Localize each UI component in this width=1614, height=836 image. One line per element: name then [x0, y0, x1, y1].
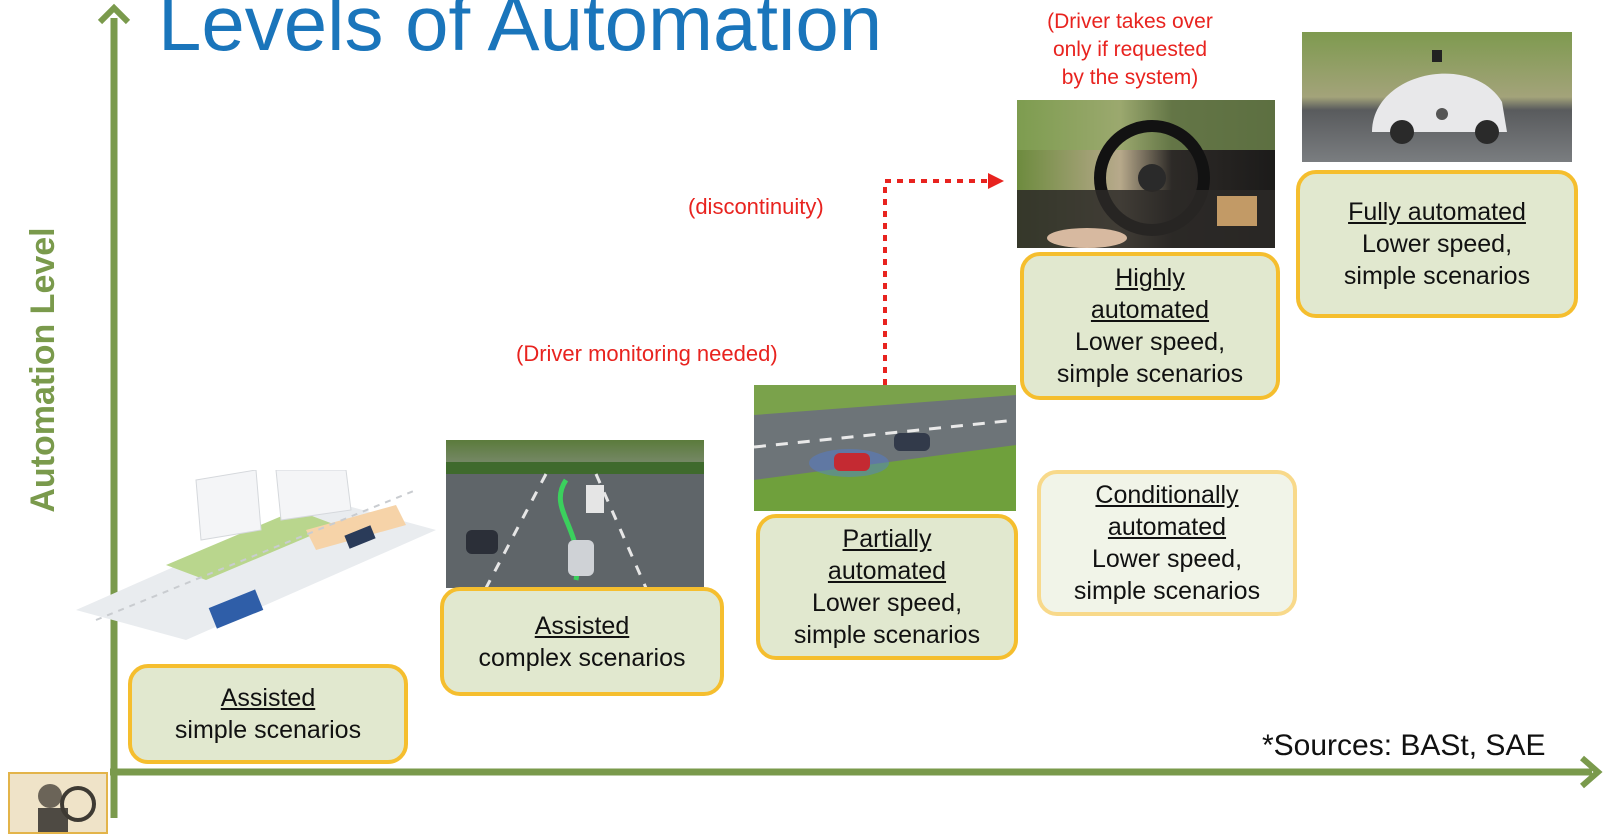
driver-takeover-line-1: (Driver takes over [1047, 10, 1213, 33]
level-assisted-simple-box: Assisted simple scenarios [128, 664, 408, 764]
level-heading-line-1: Partially [842, 525, 932, 553]
level-heading: Fully automated [1348, 198, 1526, 226]
sources-note: *Sources: BASt, SAE [1262, 729, 1546, 762]
level-heading: Assisted [220, 684, 316, 712]
level-heading-line-2: automated [1107, 513, 1227, 541]
assisted-complex-photo [446, 440, 704, 588]
driver-photo [8, 772, 108, 834]
level-heading-line-1: Conditionally [1095, 481, 1239, 509]
driver-monitoring-annotation: (Driver monitoring needed) [516, 341, 778, 366]
assisted-simple-illustration [76, 470, 436, 640]
level-description-line-1: Lower speed, [811, 589, 963, 617]
level-description-line-2: simple scenarios [793, 621, 981, 649]
level-description-line-1: Lower speed, [1091, 545, 1243, 573]
level-assisted-complex-box: Assisted complex scenarios [440, 587, 724, 696]
level-fully-automated-box: Fully automated Lower speed, simple scen… [1296, 170, 1578, 318]
level-heading-line-2: automated [827, 557, 947, 585]
driver-takeover-line-2: only if requested [1052, 38, 1208, 61]
level-description-line-1: Lower speed, [1074, 328, 1226, 356]
x-axis-arrowhead [1580, 755, 1603, 789]
driver-takeover-line-3: by the system) [1061, 66, 1199, 89]
discontinuity-dotted-line [883, 179, 990, 385]
highly-automated-photo [1017, 100, 1275, 248]
level-description: complex scenarios [478, 643, 686, 672]
discontinuity-annotation: (discontinuity) [688, 194, 824, 219]
y-axis-arrowhead [97, 3, 131, 25]
level-description-line-2: simple scenarios [1056, 360, 1244, 388]
partially-automated-photo [754, 385, 1016, 511]
level-heading: Assisted [534, 611, 630, 640]
level-description-line-2: simple scenarios [1073, 577, 1261, 605]
driver-takeover-annotation: (Driver takes over only if requested by … [1010, 8, 1250, 92]
level-conditionally-automated-box: Conditionally automated Lower speed, sim… [1037, 470, 1297, 616]
level-heading-line-1: Highly [1115, 264, 1185, 292]
level-description: simple scenarios [174, 716, 362, 744]
level-highly-automated-box: Highly automated Lower speed, simple sce… [1020, 252, 1280, 400]
level-description-line-1: Lower speed, [1361, 230, 1513, 258]
level-heading-line-2: automated [1090, 296, 1210, 324]
y-axis-label: Automation Level [24, 227, 62, 513]
fully-automated-photo [1302, 32, 1572, 162]
page-title: Levels of Automation [158, 0, 883, 67]
level-partially-automated-box: Partially automated Lower speed, simple … [756, 514, 1018, 660]
level-description-line-2: simple scenarios [1343, 262, 1531, 290]
discontinuity-arrowhead [988, 173, 1004, 189]
